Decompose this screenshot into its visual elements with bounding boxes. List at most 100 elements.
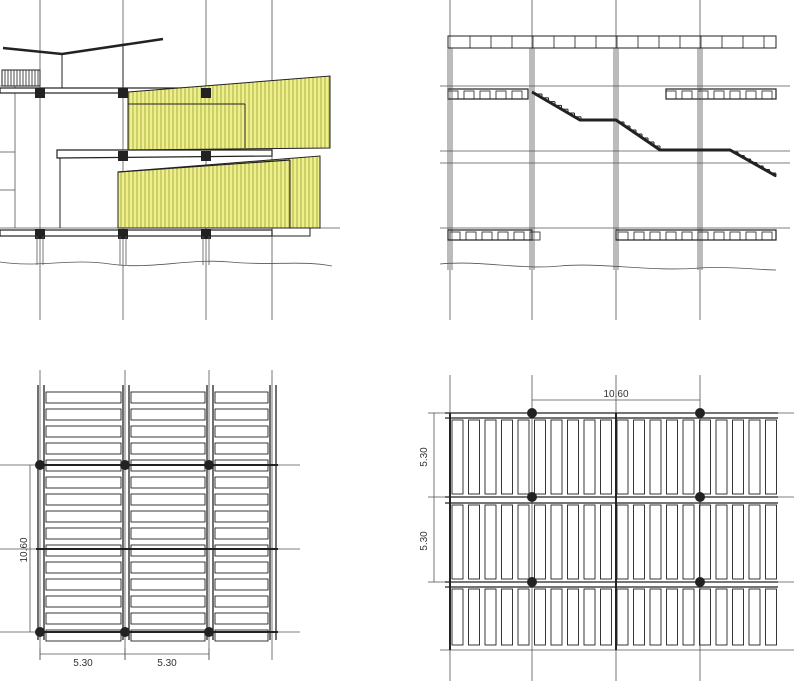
joist-block — [761, 90, 773, 100]
section-stair-b — [439, 0, 790, 320]
deck-plank — [130, 408, 206, 421]
joist-block — [495, 90, 507, 100]
deck-plank — [732, 504, 744, 580]
floor-plan-a — [0, 370, 300, 660]
deck-plank — [214, 578, 269, 591]
column-node — [118, 88, 128, 98]
joist-block — [745, 231, 757, 241]
deck-plank — [484, 588, 497, 646]
deck-plank — [130, 595, 206, 608]
deck-plank — [567, 419, 579, 495]
deck-plank — [534, 588, 546, 646]
deck-plank — [45, 561, 122, 574]
deck-plank — [682, 419, 695, 495]
bl-vertical-dimension-label: 10.60 — [19, 537, 30, 562]
column-node — [118, 151, 128, 161]
deck-plank — [501, 588, 513, 646]
deck-plank — [214, 595, 269, 608]
joist-block — [497, 231, 509, 241]
deck-plank — [214, 510, 269, 523]
roof-line — [2, 37, 164, 56]
joist-block — [529, 231, 541, 241]
deck-plank — [583, 504, 596, 580]
deck-plank — [214, 391, 269, 404]
joist-block — [665, 231, 677, 241]
joist-block — [511, 90, 523, 100]
joist-block — [697, 231, 709, 241]
deck-plank — [214, 408, 269, 421]
deck-plank — [682, 588, 695, 646]
deck-plank — [616, 504, 629, 580]
joist-block — [481, 231, 493, 241]
deck-plank — [765, 504, 777, 580]
deck-plank — [715, 504, 728, 580]
deck-plank — [567, 504, 579, 580]
deck-plank — [633, 588, 645, 646]
balcony-railing — [1, 69, 41, 87]
deck-plank — [517, 588, 530, 646]
column-node — [201, 151, 211, 161]
deck-plank — [130, 442, 206, 455]
deck-plank — [517, 504, 530, 580]
deck-plank — [45, 476, 122, 489]
br-left-lower-dimension-label: 5.30 — [419, 531, 430, 551]
column-node — [695, 408, 705, 418]
column-node — [527, 492, 537, 502]
deck-plank — [45, 595, 122, 608]
ground-line — [439, 262, 777, 271]
column-node — [204, 627, 214, 637]
deck-plank — [649, 419, 662, 495]
bl-bottom-right-dimension-label: 5.30 — [157, 658, 177, 669]
joist-block — [649, 231, 661, 241]
joist-block — [449, 231, 461, 241]
deck-plank — [130, 544, 206, 557]
upper-joist-right — [665, 88, 777, 100]
deck-plank — [666, 588, 678, 646]
deck-plank — [484, 419, 497, 495]
deck-plank — [45, 493, 122, 506]
deck-plank — [600, 504, 612, 580]
deck-plank — [130, 425, 206, 438]
joist-block — [729, 231, 741, 241]
lower-cladding-panel — [117, 155, 321, 229]
deck-plank — [649, 588, 662, 646]
deck-plank — [214, 442, 269, 455]
column-node — [695, 577, 705, 587]
deck-plank — [534, 504, 546, 580]
deck-plank — [715, 419, 728, 495]
lower-joist-left — [447, 229, 533, 241]
ground-floor-slab — [0, 229, 273, 237]
deck-plank — [45, 578, 122, 591]
br-left-upper-dimension-label: 5.30 — [419, 447, 430, 467]
bl-bottom-left-dimension-label: 5.30 — [73, 658, 93, 669]
deck-plank — [214, 629, 269, 642]
joist-block — [633, 231, 645, 241]
joist-block — [713, 90, 725, 100]
joist-block — [681, 231, 693, 241]
deck-plank — [45, 629, 122, 642]
deck-plank — [600, 419, 612, 495]
column-node — [527, 577, 537, 587]
deck-plank — [214, 425, 269, 438]
joist-block — [681, 90, 693, 100]
column-node — [695, 492, 705, 502]
deck-plank — [633, 504, 645, 580]
deck-plank — [484, 504, 497, 580]
deck-plank — [699, 504, 711, 580]
column-node — [35, 88, 45, 98]
section-elevation-a — [0, 0, 340, 320]
deck-plank — [600, 588, 612, 646]
deck-plank — [748, 419, 761, 495]
deck-plank — [214, 544, 269, 557]
deck-plank — [567, 588, 579, 646]
column-node — [201, 229, 211, 239]
deck-plank — [550, 419, 563, 495]
deck-plank — [550, 504, 563, 580]
deck-plank — [45, 544, 122, 557]
lower-panel-rail — [117, 159, 291, 173]
deck-plank — [765, 419, 777, 495]
deck-plank — [468, 504, 480, 580]
deck-plank — [748, 504, 761, 580]
deck-plank — [130, 629, 206, 642]
